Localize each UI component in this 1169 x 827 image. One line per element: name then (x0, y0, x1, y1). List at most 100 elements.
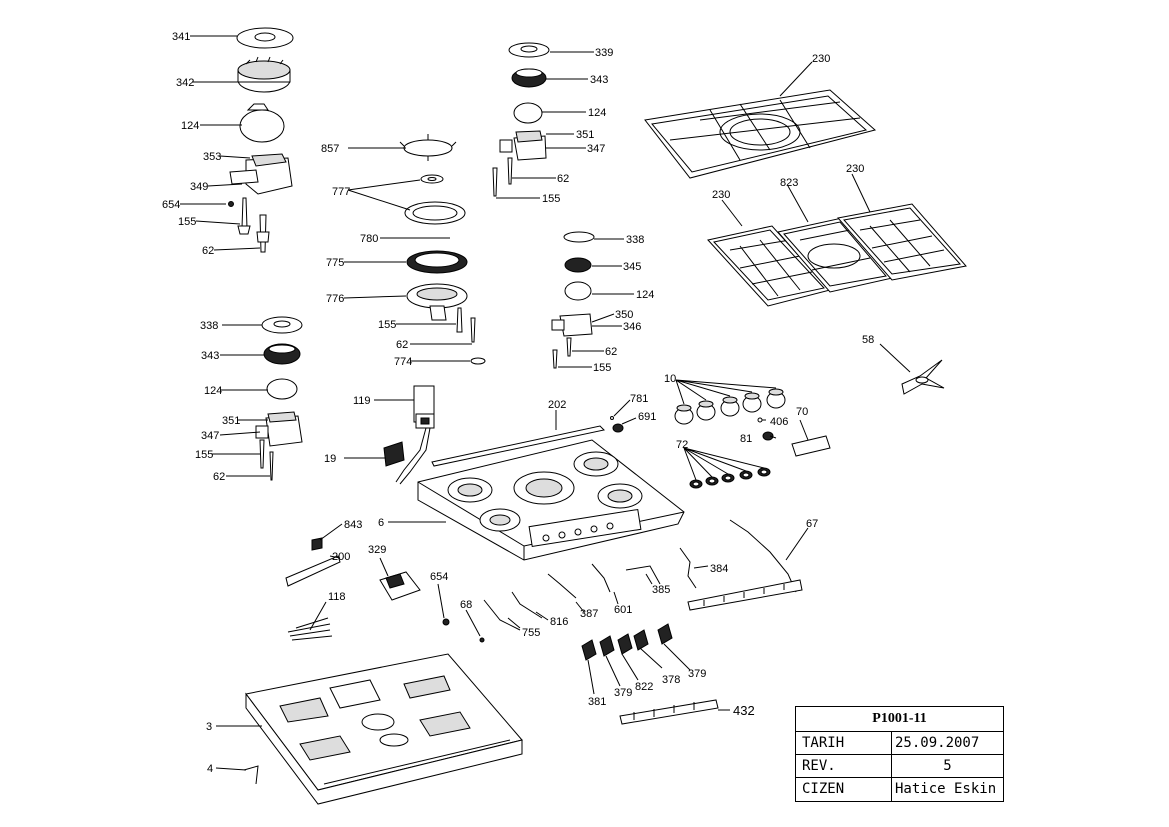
callout-691: 691 (638, 411, 656, 423)
knob-seals (689, 467, 771, 489)
burner-group-wok (399, 134, 486, 365)
callout-342: 342 (176, 77, 194, 89)
callout-349: 349 (190, 181, 208, 193)
callout-384: 384 (710, 563, 728, 575)
callout-155: 155 (178, 216, 196, 228)
callout-857: 857 (321, 143, 339, 155)
leader-lines (180, 35, 911, 771)
pan-support-middle (777, 217, 893, 293)
callout-230: 230 (846, 163, 864, 175)
callout-155: 155 (593, 362, 611, 374)
callout-124: 124 (588, 107, 606, 119)
callout-81: 81 (740, 433, 752, 445)
burner-spider (901, 359, 945, 395)
callout-379: 379 (688, 668, 706, 680)
callout-202: 202 (548, 399, 566, 411)
title-row-date: TARIH 25.09.2007 (796, 732, 1003, 755)
callout-353: 353 (203, 151, 221, 163)
callout-385: 385 (652, 584, 670, 596)
callout-124: 124 (204, 385, 222, 397)
title-row-drawn-by: CIZEN Hatice Eskin (796, 778, 1003, 801)
callout-341: 341 (172, 31, 190, 43)
callout-4: 4 (207, 763, 213, 775)
misc-small-parts (610, 416, 831, 457)
callout-654: 654 (162, 199, 180, 211)
front-trim-strip (431, 425, 606, 467)
callout-381: 381 (588, 696, 606, 708)
callout-68: 68 (460, 599, 472, 611)
pan-support-right (837, 203, 967, 281)
callout-775: 775 (326, 257, 344, 269)
callout-347: 347 (201, 430, 219, 442)
callout-230: 230 (712, 189, 730, 201)
callout-823: 823 (780, 177, 798, 189)
callout-343: 343 (201, 350, 219, 362)
revision-label: REV. (796, 755, 892, 777)
left-wiring-parts (285, 537, 485, 643)
burner-group-small (551, 231, 595, 369)
gas-pipes (483, 519, 797, 631)
callout-339: 339 (595, 47, 613, 59)
callout-62: 62 (213, 471, 225, 483)
date-value: 25.09.2007 (895, 735, 980, 751)
callout-3: 3 (206, 721, 212, 733)
gas-manifold-rear (687, 579, 803, 611)
callout-124: 124 (181, 120, 199, 132)
callout-387: 387 (580, 608, 598, 620)
callout-labels: 341 342 124 353 349 654 155 62 857 777 7… (162, 31, 874, 775)
burner-group-left (255, 316, 303, 481)
callout-843: 843 (344, 519, 362, 531)
callout-351: 351 (576, 129, 594, 141)
revision-value: 5 (943, 758, 952, 774)
title-row-revision: REV. 5 (796, 755, 1003, 778)
callout-19: 19 (324, 453, 336, 465)
callout-72: 72 (676, 439, 688, 451)
pan-support-wok (644, 89, 877, 179)
gas-valves (581, 623, 673, 661)
date-label: TARIH (796, 732, 892, 754)
callout-777: 777 (332, 186, 350, 198)
drawing-number: P1001-11 (796, 707, 1003, 732)
callout-781: 781 (630, 393, 648, 405)
callout-601: 601 (614, 604, 632, 616)
base-tray (245, 653, 523, 805)
callout-119: 119 (353, 395, 371, 407)
ignition-unit (383, 385, 435, 485)
callout-347: 347 (587, 143, 605, 155)
callout-350: 350 (615, 309, 633, 321)
callout-10: 10 (664, 373, 676, 385)
title-block: P1001-11 TARIH 25.09.2007 REV. 5 CIZEN H… (795, 706, 1004, 802)
pan-support-left (707, 225, 831, 307)
callout-62: 62 (557, 173, 569, 185)
callout-329: 329 (368, 544, 386, 556)
callout-155: 155 (195, 449, 213, 461)
callout-379: 379 (614, 687, 632, 699)
callout-62: 62 (605, 346, 617, 358)
burner-group-medium (492, 42, 550, 197)
fixing-bracket (243, 765, 259, 785)
callout-200: 200 (332, 551, 350, 563)
callout-346: 346 (623, 321, 641, 333)
callout-378: 378 (662, 674, 680, 686)
callout-124: 124 (636, 289, 654, 301)
callout-776: 776 (326, 293, 344, 305)
callout-755: 755 (522, 627, 540, 639)
callout-67: 67 (806, 518, 818, 530)
callout-338: 338 (626, 234, 644, 246)
callout-155: 155 (378, 319, 396, 331)
callout-155: 155 (542, 193, 560, 205)
callout-406: 406 (770, 416, 788, 428)
callout-780: 780 (360, 233, 378, 245)
drawn-by-label: CIZEN (796, 778, 892, 801)
callout-118: 118 (328, 591, 346, 603)
callout-345: 345 (623, 261, 641, 273)
burner-group-large (228, 27, 294, 253)
callout-70: 70 (796, 406, 808, 418)
callout-774: 774 (394, 356, 412, 368)
callout-338: 338 (200, 320, 218, 332)
callout-822: 822 (635, 681, 653, 693)
callout-58: 58 (862, 334, 874, 346)
knobs (674, 388, 786, 425)
gas-manifold-front (619, 699, 719, 725)
